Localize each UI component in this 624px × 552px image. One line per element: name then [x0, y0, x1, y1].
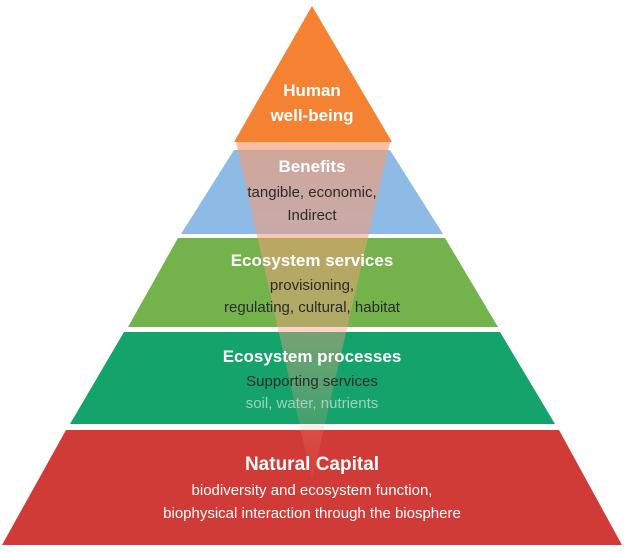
benefits-line2: Indirect [287, 207, 337, 224]
natural-capital-line2: biophysical interaction through the bios… [163, 505, 461, 522]
ecosystem-services-title: Ecosystem services [231, 251, 394, 270]
ecosystem-services-line1: provisioning, [270, 277, 354, 294]
ecosystem-services-line2: regulating, cultural, habitat [224, 299, 401, 316]
ecosystem-processes-title: Ecosystem processes [223, 347, 402, 366]
natural-capital-title: Natural Capital [245, 454, 379, 475]
benefit-flow-funnel [236, 142, 390, 480]
natural-capital-line1: biodiversity and ecosystem function, [192, 482, 433, 499]
tier-human-wellbeing [234, 6, 392, 142]
human-wellbeing-title-line1: Human [283, 81, 341, 100]
ecosystem-processes-line1: Supporting services [246, 373, 378, 390]
benefits-line1: tangible, economic, [247, 184, 376, 201]
ecosystem-processes-line2: soil, water, nutrients [246, 395, 379, 412]
human-wellbeing-title-line2: well-being [269, 106, 353, 125]
benefits-title: Benefits [278, 157, 345, 176]
tier-natural-capital [2, 430, 622, 545]
